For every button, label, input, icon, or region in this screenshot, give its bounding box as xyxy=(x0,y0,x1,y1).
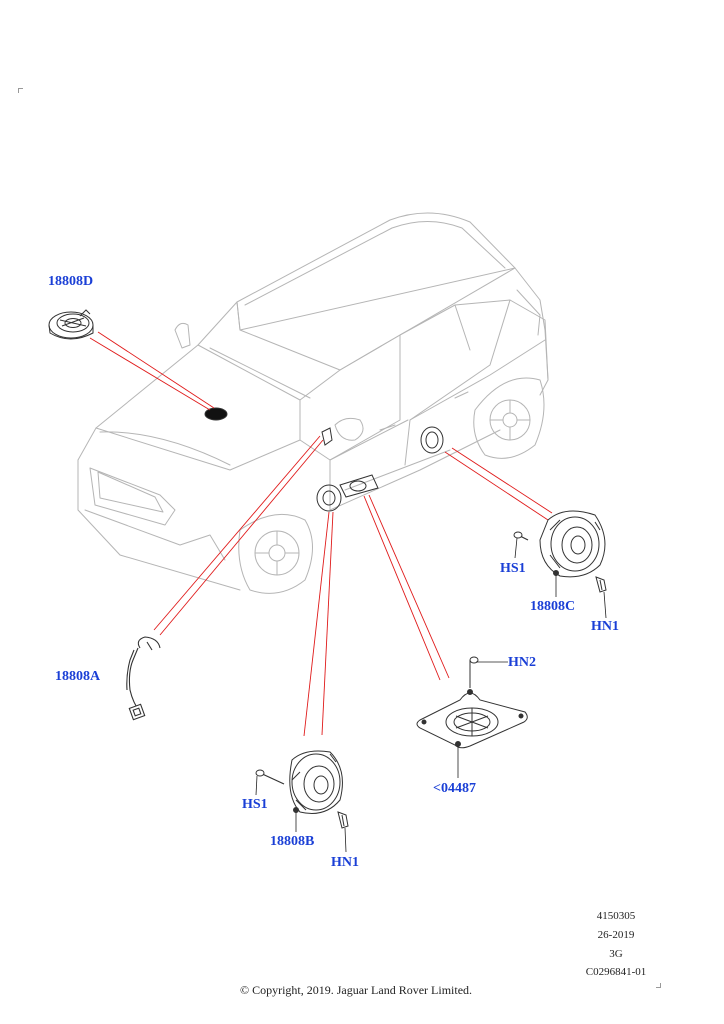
crop-mark xyxy=(656,983,661,988)
part-18808A-art xyxy=(126,636,161,721)
part-18808B-art xyxy=(255,750,349,829)
vehicle-body xyxy=(77,212,549,594)
callout-18808C[interactable]: 18808C xyxy=(530,599,576,614)
callout-hs1-right[interactable]: HS1 xyxy=(500,561,526,576)
part-18808C-art xyxy=(513,510,607,593)
callout-hn1-right[interactable]: HN1 xyxy=(591,619,619,634)
illustration-number: C0296841-01 xyxy=(585,966,647,978)
leader-lines xyxy=(89,331,553,737)
reference-number: 4150305 xyxy=(596,910,636,922)
callout-hn1-left[interactable]: HN1 xyxy=(331,855,359,870)
callout-18808D[interactable]: 18808D xyxy=(48,274,94,289)
crop-mark xyxy=(18,88,23,93)
reference-date: 26-2019 xyxy=(597,929,635,941)
installed-parts xyxy=(204,407,444,512)
part-04487-art xyxy=(416,656,528,749)
copyright-notice: © Copyright, 2019. Jaguar Land Rover Lim… xyxy=(239,983,473,997)
callout-18808A[interactable]: 18808A xyxy=(55,669,101,684)
callout-hs1-left[interactable]: HS1 xyxy=(242,797,268,812)
callout-04487[interactable]: <04487 xyxy=(433,781,476,796)
installed-speaker-dash xyxy=(204,407,228,421)
callout-18808B[interactable]: 18808B xyxy=(270,834,315,849)
reference-code: 3G xyxy=(609,948,623,960)
callout-hn2[interactable]: HN2 xyxy=(508,655,536,670)
part-pointers xyxy=(255,537,607,853)
part-18808D-art xyxy=(48,309,94,340)
